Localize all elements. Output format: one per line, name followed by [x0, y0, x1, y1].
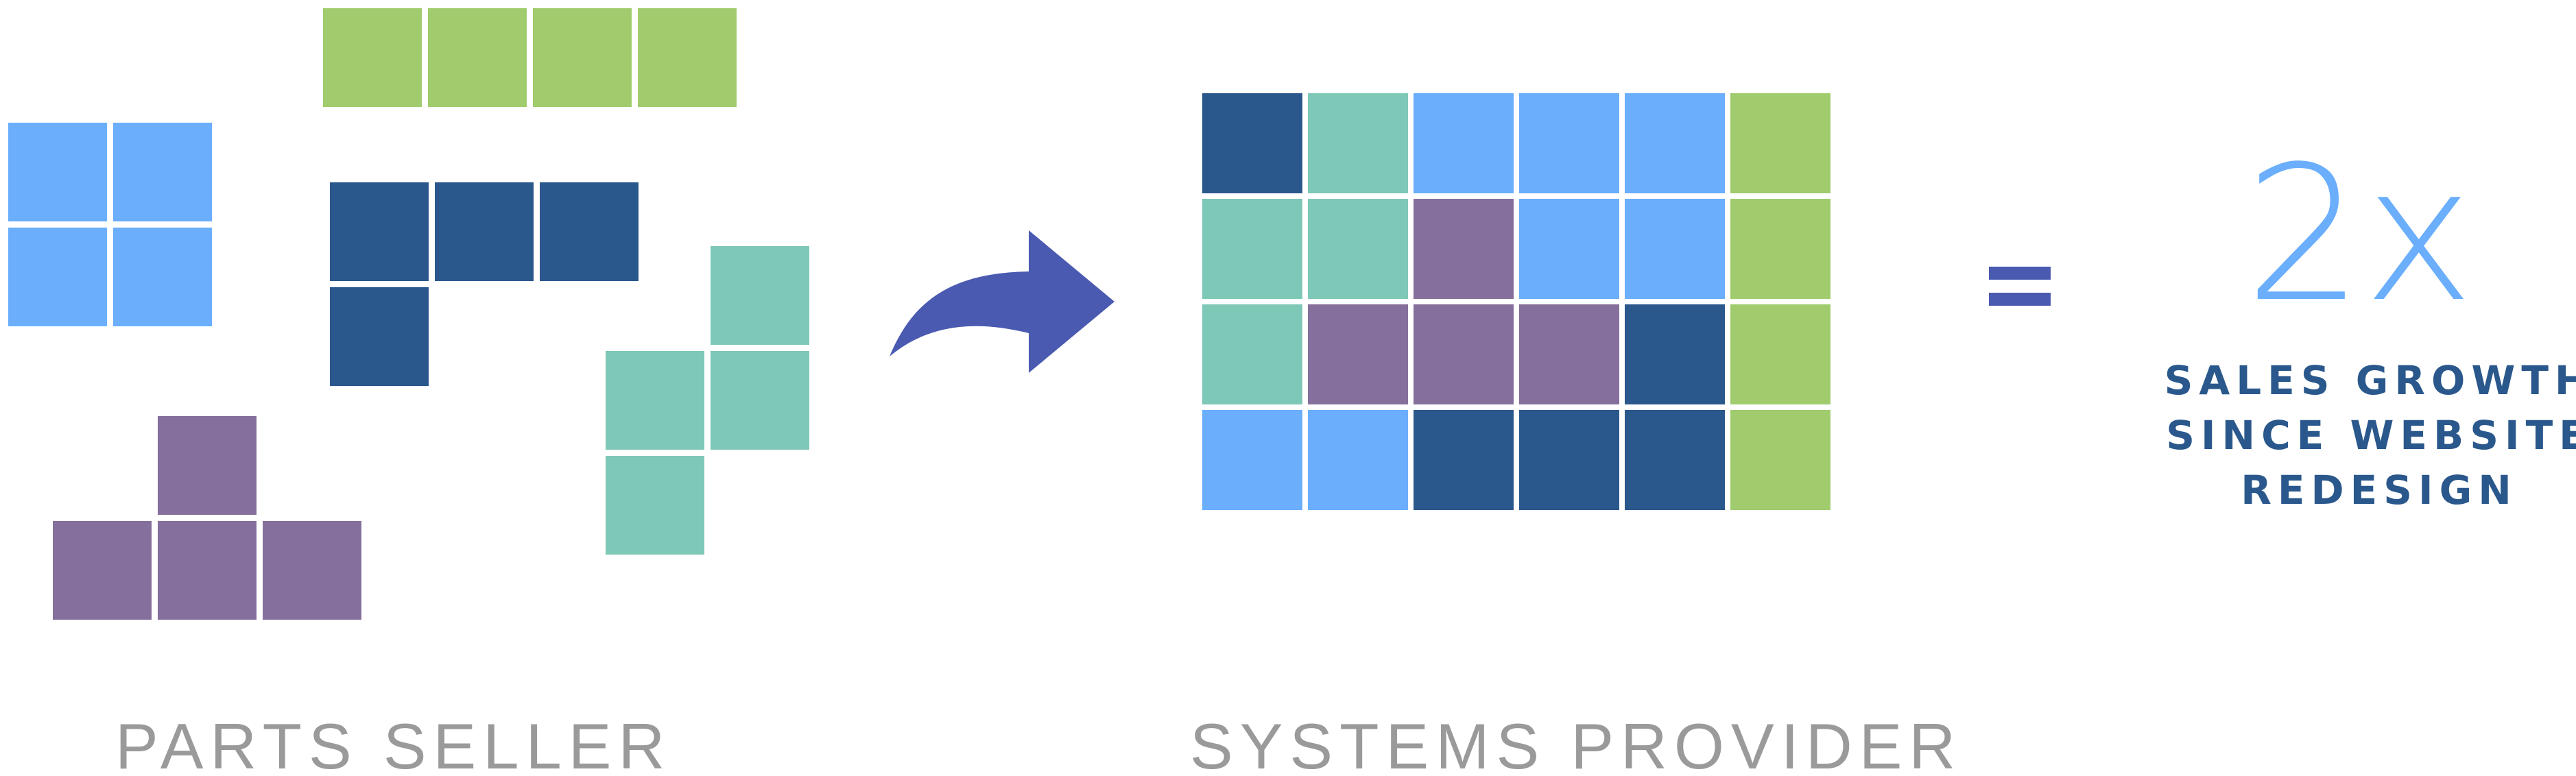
piece-teal-s-tile — [711, 246, 809, 345]
parts-seller-pieces — [8, 8, 809, 620]
piece-teal-s — [606, 246, 809, 555]
grid-tile — [1625, 199, 1725, 299]
growth-line-2: SINCE WEBSITE — [2166, 412, 2576, 459]
grid-tile — [1730, 199, 1830, 299]
grid-tile — [1202, 304, 1302, 404]
grid-tile — [1519, 304, 1619, 404]
piece-purple-t — [53, 416, 361, 620]
grid-tile — [1202, 199, 1302, 299]
grid-tile — [1519, 410, 1619, 510]
grid-tile — [1414, 199, 1514, 299]
grid-tile — [1414, 304, 1514, 404]
grid-tile — [1414, 93, 1514, 193]
growth-description: SALES GROWTH SINCE WEBSITE REDESIGN — [2164, 357, 2576, 513]
piece-teal-s-tile — [711, 351, 809, 450]
piece-lightblue-o-tile — [113, 123, 212, 221]
piece-lightblue-o-tile — [8, 228, 107, 326]
grid-tile — [1519, 199, 1619, 299]
piece-teal-s-tile — [606, 351, 704, 450]
piece-darkblue-l — [330, 182, 639, 386]
piece-purple-t-tile — [158, 416, 257, 515]
grid-tile — [1414, 410, 1514, 510]
piece-darkblue-l-tile — [540, 182, 639, 281]
piece-lightblue-o-tile — [113, 228, 212, 326]
piece-darkblue-l-tile — [330, 287, 429, 386]
curved-arrow-icon — [890, 230, 1114, 373]
piece-teal-s-tile — [606, 456, 704, 555]
piece-green-i-tile — [638, 8, 737, 107]
grid-tile — [1202, 93, 1302, 193]
growth-line-1: SALES GROWTH — [2164, 357, 2576, 404]
piece-green-i-tile — [533, 8, 632, 107]
parts-seller-caption: PARTS SELLER — [115, 710, 671, 776]
grid-tile — [1519, 93, 1619, 193]
grid-tile — [1625, 93, 1725, 193]
piece-green-i-tile — [323, 8, 422, 107]
grid-tile — [1308, 199, 1408, 299]
equals-icon — [1989, 267, 2051, 306]
piece-darkblue-l-tile — [435, 182, 534, 281]
grid-tile — [1730, 93, 1830, 193]
piece-purple-t-tile — [53, 521, 152, 620]
systems-provider-grid — [1202, 93, 1830, 510]
grid-tile — [1308, 304, 1408, 404]
grid-tile — [1730, 410, 1830, 510]
systems-provider-caption: SYSTEMS PROVIDER — [1190, 710, 1962, 776]
grid-tile — [1730, 304, 1830, 404]
piece-lightblue-o-tile — [8, 123, 107, 221]
piece-darkblue-l-tile — [330, 182, 429, 281]
grid-tile — [1308, 93, 1408, 193]
piece-lightblue-o — [8, 123, 212, 326]
grid-tile — [1202, 410, 1302, 510]
grid-tile — [1625, 304, 1725, 404]
growth-line-3: REDESIGN — [2241, 467, 2518, 513]
piece-green-i-tile — [428, 8, 527, 107]
grid-tile — [1625, 410, 1725, 510]
growth-multiplier: 2x — [2245, 127, 2474, 343]
grid-tile — [1308, 410, 1408, 510]
piece-purple-t-tile — [263, 521, 361, 620]
piece-green-i — [323, 8, 737, 107]
piece-purple-t-tile — [158, 521, 257, 620]
